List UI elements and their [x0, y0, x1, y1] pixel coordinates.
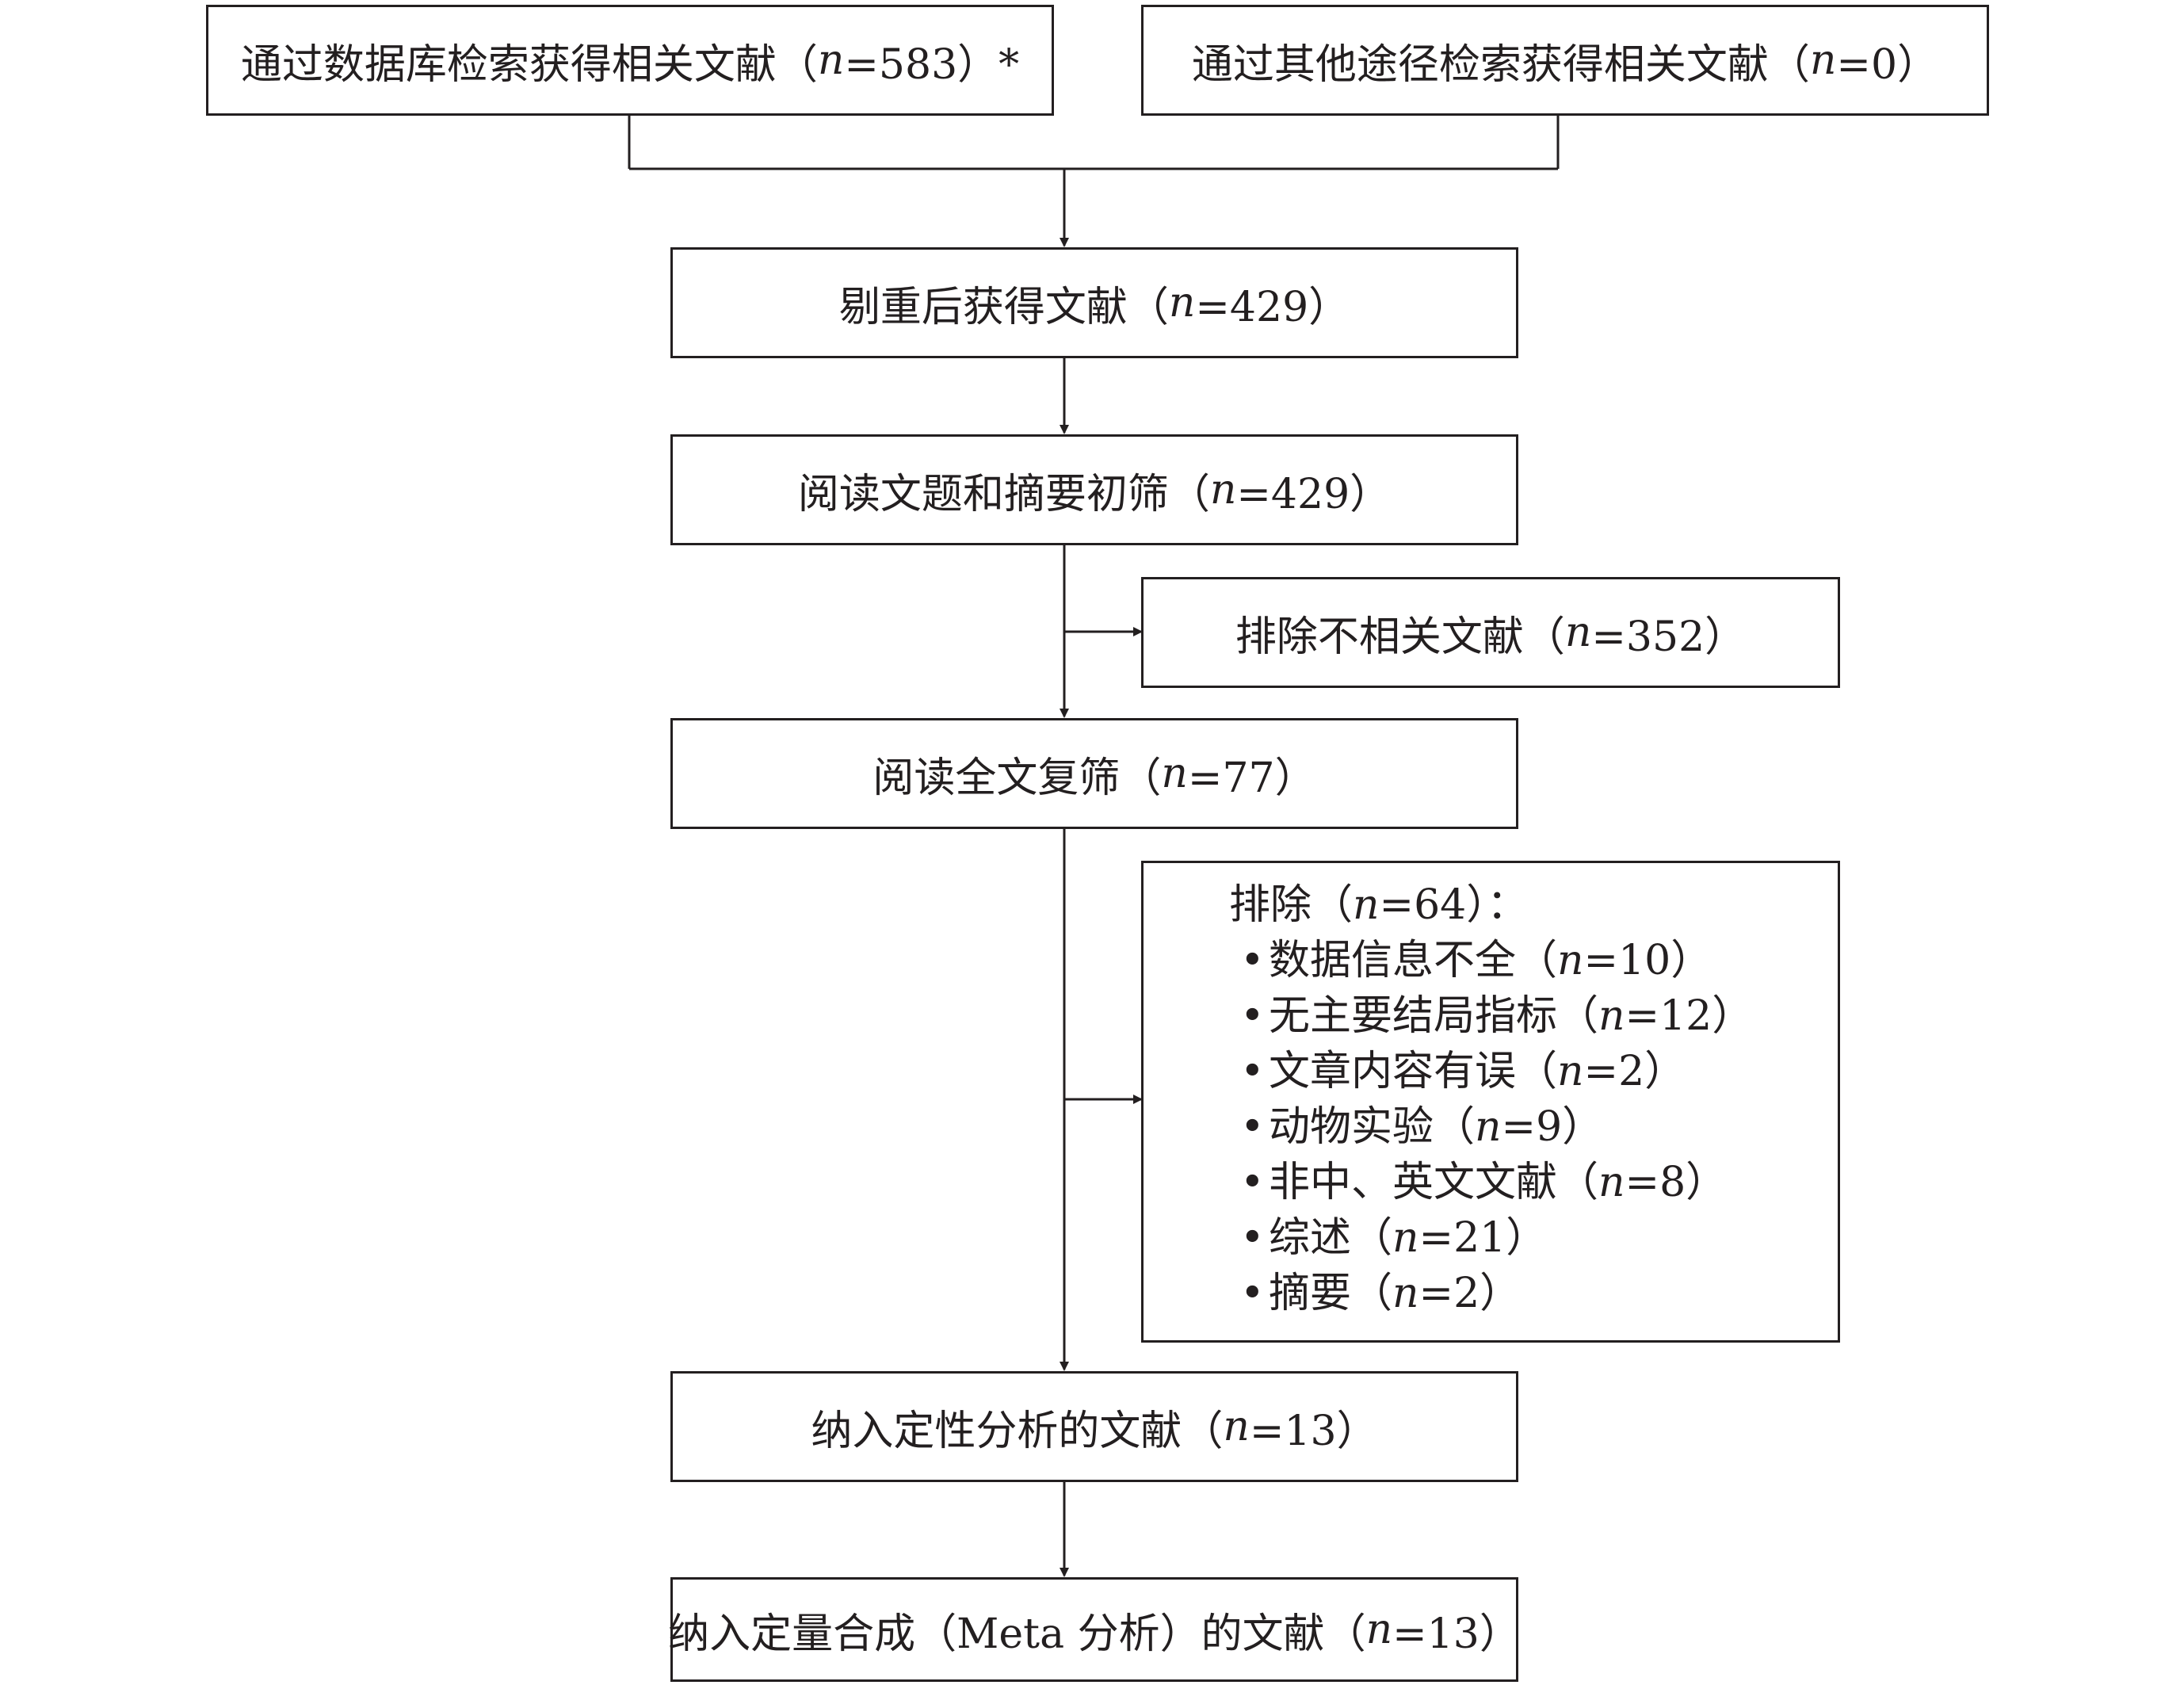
dedup-n: n: [1168, 279, 1196, 327]
excluded-irrelevant-n: n: [1564, 609, 1592, 656]
excluded-irrelevant-suffix: =352）: [1591, 613, 1747, 661]
dedup-suffix: =429）: [1195, 283, 1350, 331]
excluded-irrelevant-prefix: 排除不相关文献（: [1235, 613, 1565, 661]
quantitative-prefix: 纳入定量合成（Meta 分析）的文献（: [668, 1610, 1366, 1658]
other-search-box: 通过其他途径检索获得相关文献（n=0）: [1141, 5, 1989, 116]
qualitative-n: n: [1223, 1403, 1250, 1450]
reason-count: =10）: [1583, 937, 1712, 984]
reason-count: =2）: [1418, 1270, 1522, 1317]
fulltext-n: n: [1161, 750, 1188, 797]
exclusion-reason-list: 数据信息不全（n=10） 无主要结局指标（n=12） 文章内容有误（n=2） 动…: [1240, 933, 1754, 1321]
reason-n: n: [1475, 1103, 1502, 1151]
title-abstract-box: 阅读文题和摘要初筛（n=429）: [670, 434, 1518, 545]
reason-n: n: [1557, 937, 1584, 984]
quantitative-suffix: =13）: [1392, 1610, 1521, 1658]
reason-count: =9）: [1501, 1103, 1604, 1151]
quantitative-box: 纳入定量合成（Meta 分析）的文献（n=13）: [668, 1577, 1521, 1682]
reason-n: n: [1392, 1270, 1419, 1317]
title-abstract-suffix: =429）: [1236, 470, 1392, 518]
other-search-suffix: =0）: [1836, 40, 1939, 89]
exclusion-head-n: n: [1353, 881, 1380, 929]
qualitative-box: 纳入定性分析的文献（n=13）: [670, 1371, 1518, 1482]
fulltext-prefix: 阅读全文复筛（: [872, 754, 1162, 802]
db-search-suffix: =583）*: [844, 40, 1020, 89]
exclusion-reason-item: 无主要结局指标（n=12）: [1240, 988, 1754, 1044]
exclusion-reason-item: 非中、英文文献（n=8）: [1240, 1155, 1753, 1210]
fulltext-suffix: =77）: [1187, 754, 1316, 802]
reason-label: 非中、英文文献（: [1269, 1159, 1599, 1206]
qualitative-suffix: =13）: [1249, 1407, 1378, 1455]
exclusion-reason-item: 综述（n=21）: [1240, 1210, 1753, 1266]
title-abstract-prefix: 阅读文题和摘要初筛（: [797, 470, 1210, 518]
exclusion-heading: 排除（n=64）：: [1229, 877, 1528, 933]
title-abstract-n: n: [1209, 466, 1237, 514]
quantitative-n: n: [1365, 1606, 1393, 1653]
dedup-prefix: 剔重后获得文献（: [838, 283, 1169, 331]
reason-count: =8）: [1625, 1159, 1728, 1206]
db-search-n: n: [817, 36, 845, 84]
qualitative-prefix: 纳入定性分析的文献（: [811, 1407, 1224, 1455]
reason-count: =12）: [1625, 992, 1754, 1040]
reason-label: 综述（: [1269, 1214, 1393, 1262]
reason-label: 数据信息不全（: [1269, 937, 1558, 984]
db-search-prefix: 通过数据库检索获得相关文献（: [240, 40, 818, 89]
other-search-prefix: 通过其他途径检索获得相关文献（: [1191, 40, 1810, 89]
exclusion-head-prefix: 排除（: [1229, 881, 1354, 929]
reason-label: 动物实验（: [1269, 1103, 1476, 1151]
reason-n: n: [1598, 992, 1625, 1040]
exclusion-head-suffix: =64）：: [1379, 881, 1529, 929]
reason-label: 文章内容有误（: [1269, 1048, 1558, 1095]
other-search-n: n: [1809, 36, 1837, 84]
reason-label: 无主要结局指标（: [1269, 992, 1599, 1040]
reason-count: =2）: [1583, 1048, 1686, 1095]
db-search-box: 通过数据库检索获得相关文献（n=583）*: [206, 5, 1054, 116]
excluded-irrelevant-box: 排除不相关文献（n=352）: [1141, 577, 1840, 688]
exclusion-reason-item: 动物实验（n=9）: [1240, 1099, 1753, 1155]
dedup-box: 剔重后获得文献（n=429）: [670, 247, 1518, 358]
exclusion-reason-item: 摘要（n=2）: [1240, 1266, 1753, 1321]
reason-label: 摘要（: [1269, 1270, 1393, 1317]
fulltext-box: 阅读全文复筛（n=77）: [670, 718, 1518, 829]
reason-n: n: [1557, 1048, 1584, 1095]
exclusion-reason-item: 文章内容有误（n=2）: [1240, 1044, 1753, 1099]
reason-n: n: [1598, 1159, 1625, 1206]
reason-count: =21）: [1418, 1214, 1548, 1262]
reason-n: n: [1392, 1214, 1419, 1262]
exclusion-reasons-box: 排除（n=64）： 数据信息不全（n=10） 无主要结局指标（n=12） 文章内…: [1141, 861, 1840, 1343]
exclusion-reason-item: 数据信息不全（n=10）: [1240, 933, 1753, 988]
